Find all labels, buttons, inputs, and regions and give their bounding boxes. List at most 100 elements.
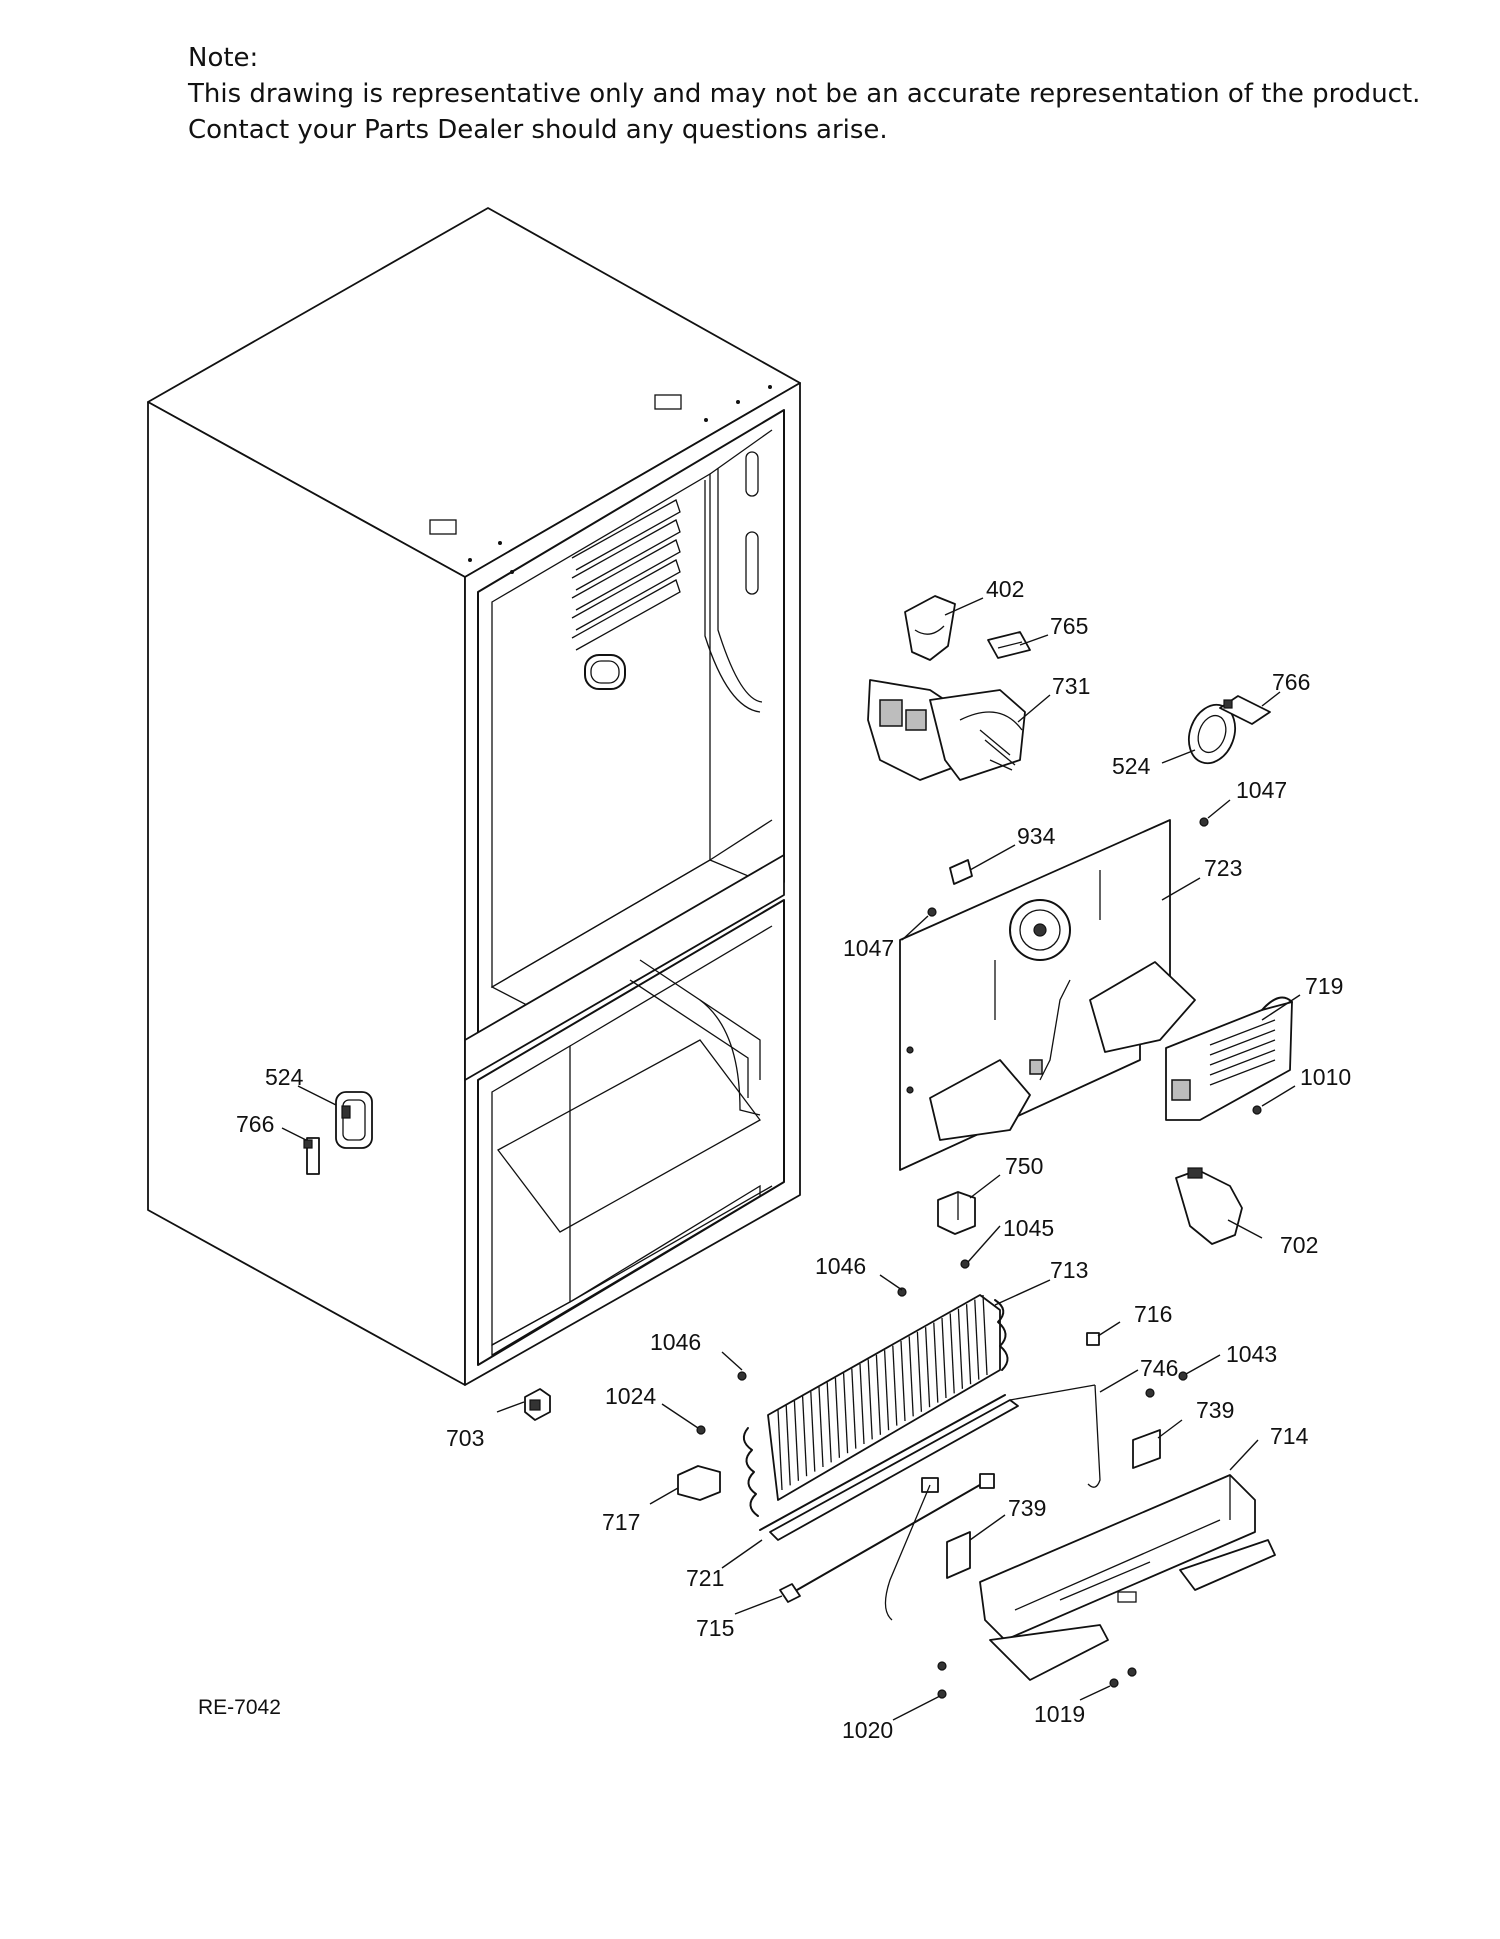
evaporator-fin [810,1391,816,1472]
part-716-clip [1086,1332,1100,1346]
disclaimer-note: Note: This drawing is representative onl… [188,40,1438,148]
callout-1019: 1019 [1034,1701,1085,1727]
screw-1047-left [927,907,937,917]
screw-1047-right [1199,817,1209,827]
evaporator-fin [883,1350,890,1431]
evaporator-fin [892,1345,898,1426]
callout-labels: 402 765 731 766 524 1047 934 723 1047 71… [198,576,1351,1743]
callout-524-right: 524 [1112,753,1151,779]
evaporator-fin [793,1400,800,1481]
evaporator-fin [908,1336,914,1417]
callout-713: 713 [1050,1257,1088,1283]
screw-1045 [960,1259,970,1269]
part-723-evaporator-cover [899,819,1196,1171]
part-766-right-strip [1219,695,1271,725]
callout-934: 934 [1017,823,1056,849]
callout-717: 717 [602,1509,640,1535]
callout-1046-upper: 1046 [815,1253,866,1279]
callout-731: 731 [1052,673,1090,699]
callout-1045: 1045 [1003,1215,1054,1241]
evaporator-fin [916,1331,923,1412]
evaporator-fin [867,1359,873,1440]
screw-1010 [1252,1105,1262,1115]
callout-1047-right: 1047 [1236,777,1287,803]
part-731-assembly [867,679,1026,781]
screw-1019-b [1127,1667,1137,1677]
part-714-tray [979,1474,1276,1681]
callout-721: 721 [686,1565,724,1591]
callout-1046-lower: 1046 [650,1329,701,1355]
callout-716: 716 [1134,1301,1172,1327]
callout-1043: 1043 [1226,1341,1277,1367]
screw-1046-b [737,1371,747,1381]
part-739-pad-upper [1132,1429,1161,1469]
part-719-grille [1165,996,1293,1121]
callout-765: 765 [1050,613,1088,639]
evaporator-fin [949,1313,955,1394]
callout-750: 750 [1005,1153,1043,1179]
part-721-rail [769,1384,1101,1541]
callout-1010: 1010 [1300,1064,1351,1090]
callout-1024: 1024 [605,1383,656,1409]
part-765-tab [987,631,1031,659]
part-524-left-grommet [335,1091,373,1149]
evaporator-fin [965,1304,972,1385]
evaporator-fin [941,1317,947,1399]
evaporator-fin [875,1354,882,1435]
screw-1020-a [937,1661,947,1671]
evaporator-fin [859,1363,865,1445]
evaporator-fin [924,1327,931,1408]
screw-1024 [696,1425,706,1435]
callout-766-right: 766 [1272,669,1310,695]
evaporator-fin [842,1373,849,1454]
callout-739-lower: 739 [1008,1495,1046,1521]
part-739-pad-lower [946,1531,971,1579]
part-524-right-ring [1188,703,1236,765]
screw-746 [1145,1388,1155,1398]
evaporator-fin [957,1308,964,1389]
callout-402: 402 [986,576,1024,602]
callout-703: 703 [446,1425,484,1451]
callout-702: 702 [1280,1232,1318,1258]
callout-1047-left: 1047 [843,935,894,961]
evaporator-fin [900,1340,906,1422]
evaporator-fin [974,1299,980,1380]
leader-lines [281,597,1301,1721]
screw-1046-a [897,1287,907,1297]
part-766-left-clip [303,1137,320,1175]
callout-766-left: 766 [236,1111,274,1137]
part-750-block [937,1191,976,1235]
part-703-block [524,1388,551,1421]
part-934-block [949,859,973,885]
evaporator-fin [801,1396,808,1477]
part-713-evaporator [742,1294,1009,1531]
callout-746: 746 [1140,1355,1178,1381]
part-717-block [677,1465,721,1501]
note-line-2: Contact your Parts Dealer should any que… [188,115,888,145]
evaporator-fin [826,1382,832,1463]
evaporator-fin [785,1405,791,1486]
refrigerator-cabinet [147,207,801,1386]
evaporator-fin [933,1322,939,1403]
screw-1019-a [1109,1678,1119,1688]
screw-1043 [1178,1371,1188,1381]
part-702-cover [1175,1167,1243,1245]
evaporator-fin [851,1368,857,1449]
callout-715: 715 [696,1615,734,1641]
callout-1020: 1020 [842,1717,893,1743]
vent-slats [571,499,681,651]
evaporator-fin [834,1377,841,1458]
callout-739-upper: 739 [1196,1397,1234,1423]
part-402-bin [904,595,956,661]
callout-719: 719 [1305,973,1343,999]
callout-723: 723 [1204,855,1242,881]
part-715-tube [779,1473,995,1621]
note-heading: Note: [188,43,259,73]
note-line-1: This drawing is representative only and … [188,79,1421,109]
callout-524-left: 524 [265,1064,304,1090]
evaporator-fin [818,1386,824,1468]
diagram-reference-code: RE-7042 [198,1696,281,1719]
callout-714: 714 [1270,1423,1309,1449]
evaporator-fin [982,1294,988,1376]
